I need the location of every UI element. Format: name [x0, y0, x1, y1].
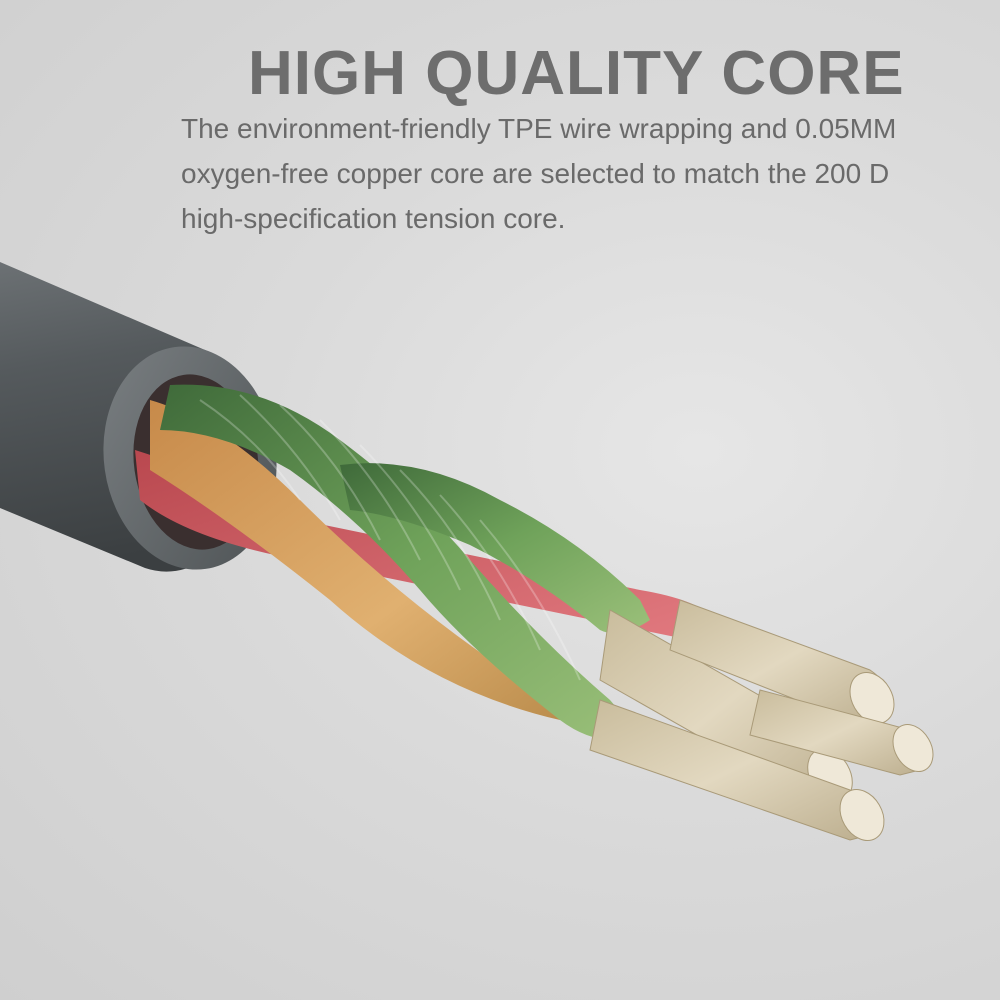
green-wire-upper — [340, 463, 650, 634]
description-line: The environment-friendly TPE wire wrappi… — [181, 113, 897, 144]
copper-cores — [589, 599, 934, 841]
green-wire — [160, 384, 640, 740]
description-line: high-specification tension core. — [181, 203, 566, 234]
description-line: oxygen-free copper core are selected to … — [181, 158, 890, 189]
headline-title: HIGH QUALITY CORE — [248, 39, 905, 108]
orange-wire — [150, 400, 590, 720]
feature-description: The environment-friendly TPE wire wrappi… — [181, 106, 981, 241]
